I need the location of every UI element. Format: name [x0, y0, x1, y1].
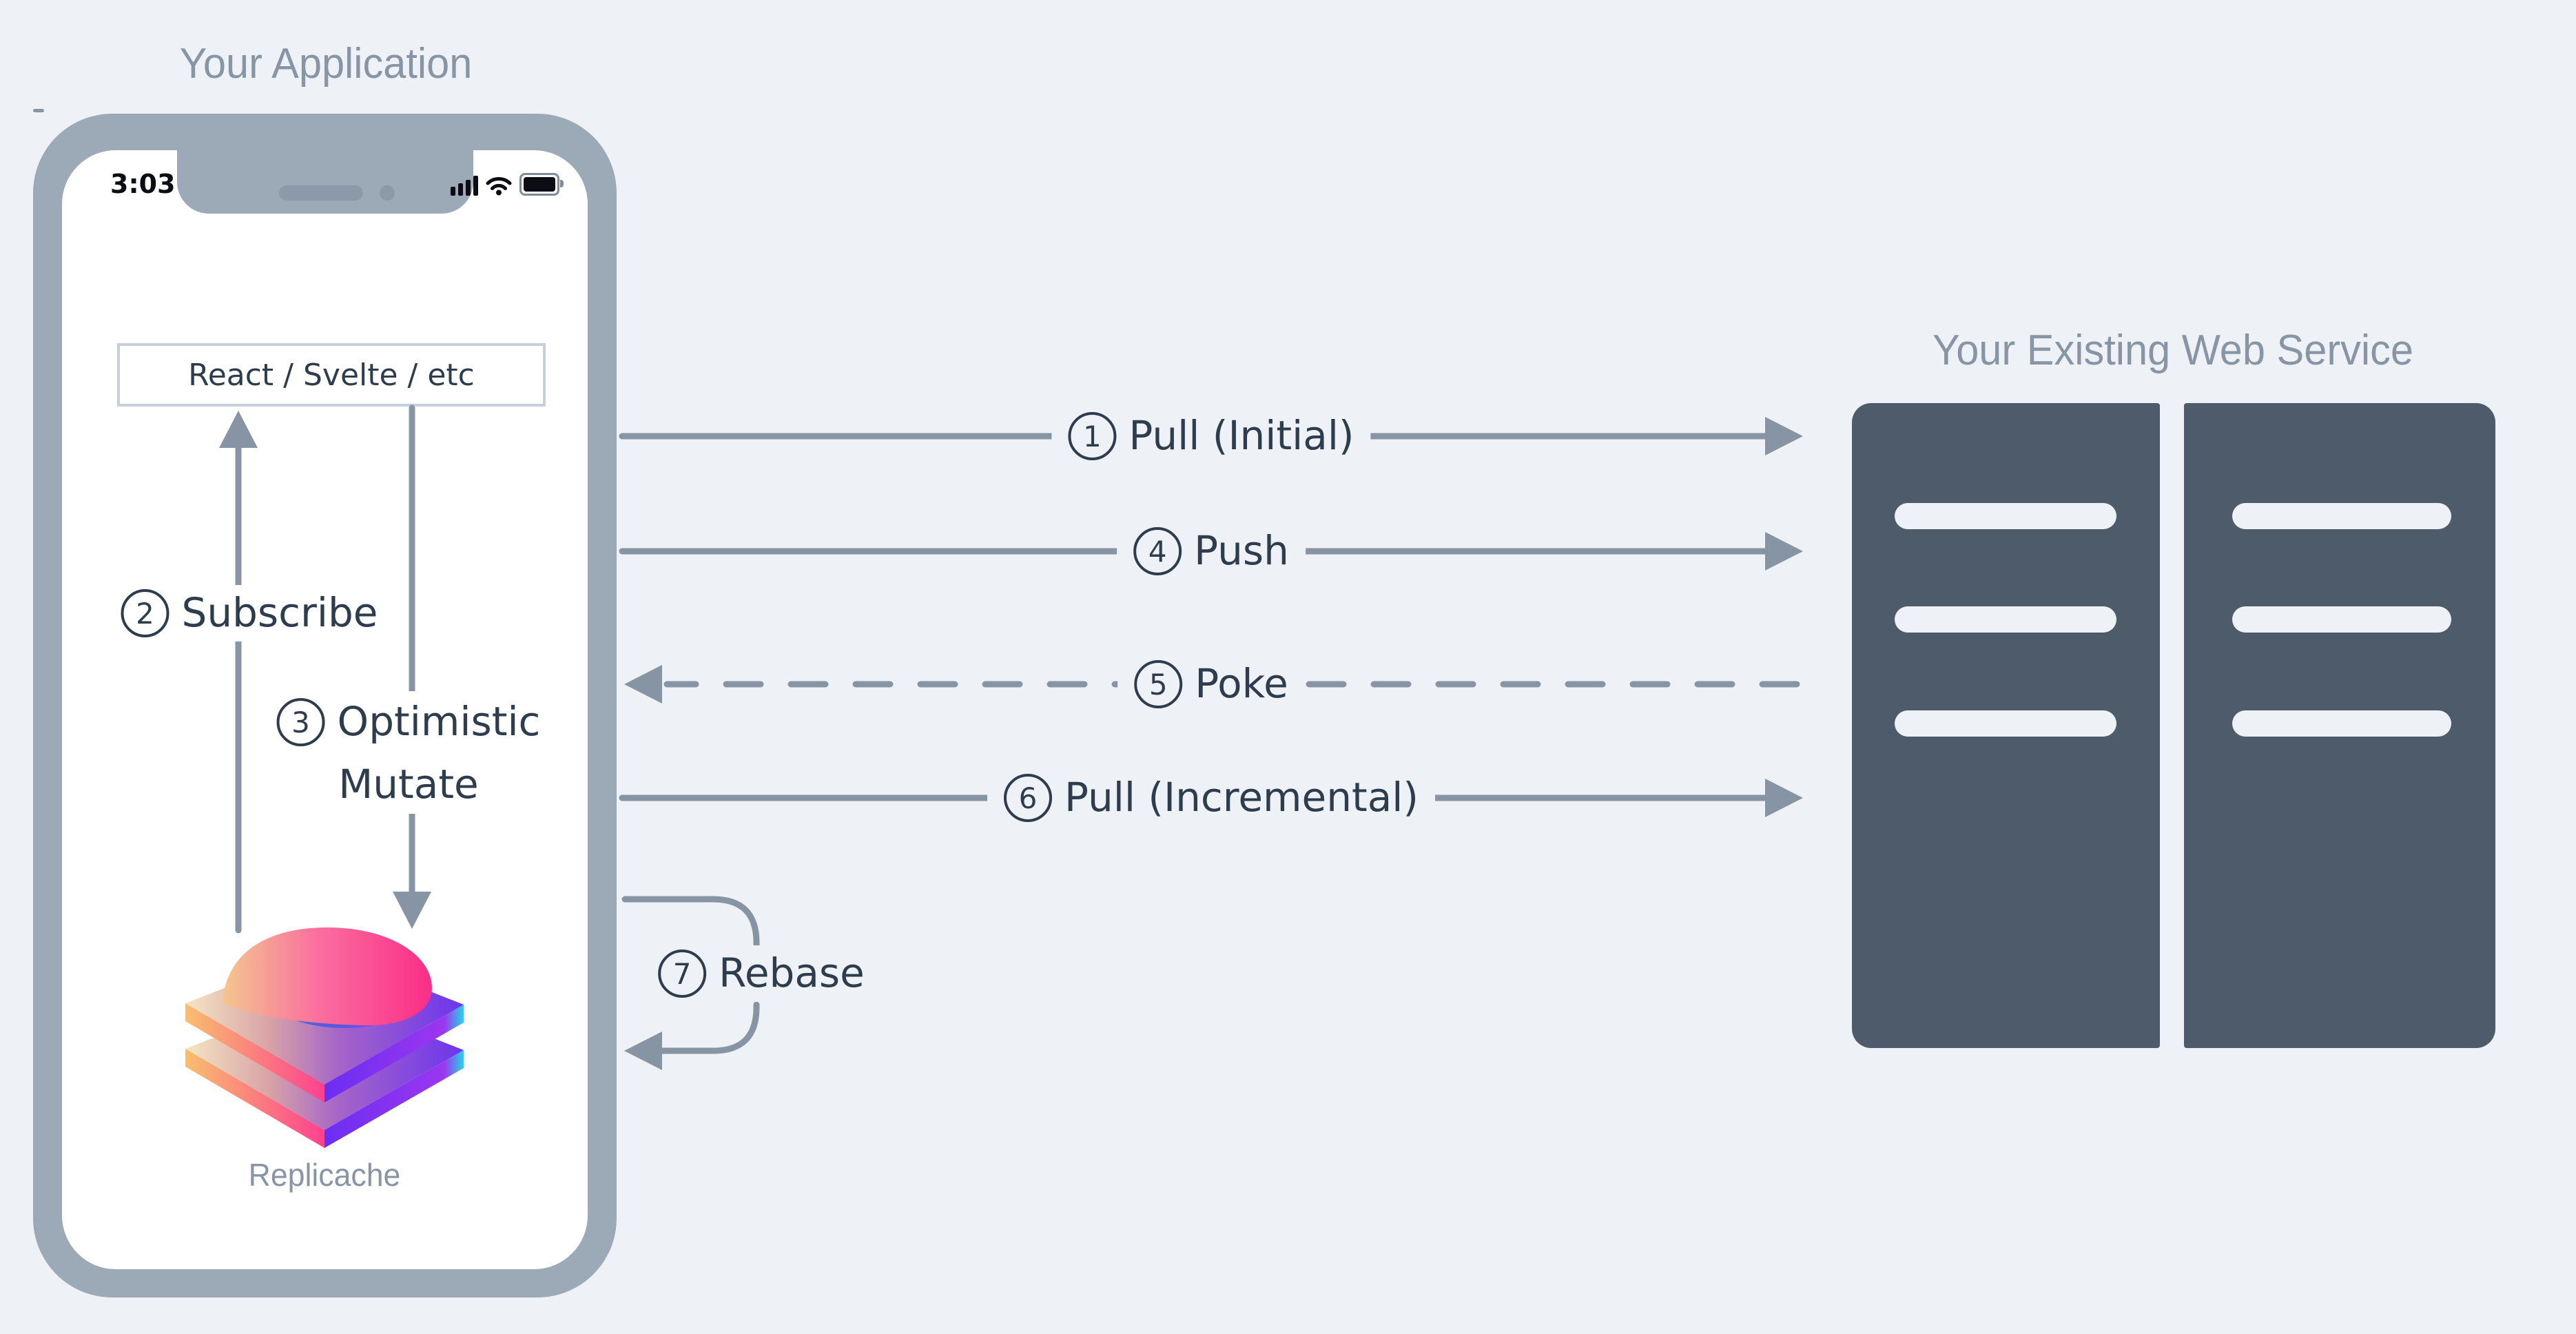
status-icons	[451, 173, 564, 196]
battery-icon	[519, 173, 564, 196]
step-badge: 7	[658, 950, 707, 998]
flow-label-text: Rebase	[719, 950, 865, 997]
flow-label-text: Subscribe	[181, 589, 378, 637]
flow-label-text: Optimistic	[337, 698, 541, 746]
flow-label-text: Pull (Initial)	[1129, 412, 1354, 460]
step-badge: 4	[1133, 527, 1182, 575]
step-badge: 2	[121, 589, 169, 637]
server-tower-right	[2184, 403, 2495, 1048]
arrowhead-left	[624, 665, 662, 704]
server-slot	[2232, 710, 2451, 737]
corner-dash	[33, 109, 44, 112]
arrowhead-down	[393, 892, 431, 929]
signal-icon	[451, 176, 478, 196]
arrowhead-up	[219, 411, 258, 448]
arrowhead-right	[1765, 532, 1803, 571]
step-badge: 1	[1068, 412, 1117, 460]
step-badge: 5	[1134, 660, 1183, 708]
server-slot	[2232, 606, 2451, 633]
web-service-title: Your Existing Web Service	[1932, 327, 2414, 374]
status-time: 3:03	[110, 169, 176, 199]
server-slot	[1895, 503, 2116, 529]
flow-label-text: Mutate	[338, 761, 479, 808]
server-tower-left	[1852, 403, 2160, 1048]
step-badge: 3	[276, 698, 325, 747]
speaker-icon	[278, 185, 363, 201]
flow-label-poke: 5 Poke	[1117, 656, 1305, 712]
flow-label-push: 4 Push	[1117, 523, 1306, 579]
flow-label-subscribe: 2 Subscribe	[104, 585, 395, 642]
application-title: Your Application	[179, 40, 473, 88]
flow-label-optimistic-mutate: 3 Optimistic Mutate	[260, 691, 557, 814]
rebase-loop-bottom	[657, 1001, 760, 1054]
phone-notch	[176, 150, 473, 214]
server-slot	[1895, 710, 2116, 737]
framework-box-label: React / Svelte / etc	[188, 357, 475, 393]
wifi-icon	[486, 177, 512, 196]
server-slot	[2232, 503, 2451, 529]
arrowhead-right	[1765, 417, 1803, 455]
replicache-logo	[185, 927, 464, 1148]
rebase-loop-top	[621, 896, 760, 949]
camera-icon	[379, 185, 395, 201]
flow-label-pull-initial: 1 Pull (Initial)	[1051, 408, 1371, 464]
step-badge: 6	[1004, 774, 1052, 822]
flow-label-text: Pull (Incremental)	[1064, 774, 1419, 821]
arrowhead-right	[1765, 779, 1803, 817]
flow-label-text: Push	[1194, 527, 1289, 575]
flow-label-text: Poke	[1195, 660, 1288, 708]
logo-label: Replicache	[248, 1157, 401, 1193]
arrowhead-left	[624, 1032, 662, 1070]
logo-drop	[223, 927, 432, 1026]
framework-box: React / Svelte / etc	[117, 343, 546, 407]
flow-label-pull-incremental: 6 Pull (Incremental)	[987, 770, 1435, 826]
flow-label-rebase: 7 Rebase	[641, 945, 881, 1002]
server-slot	[1895, 606, 2116, 633]
